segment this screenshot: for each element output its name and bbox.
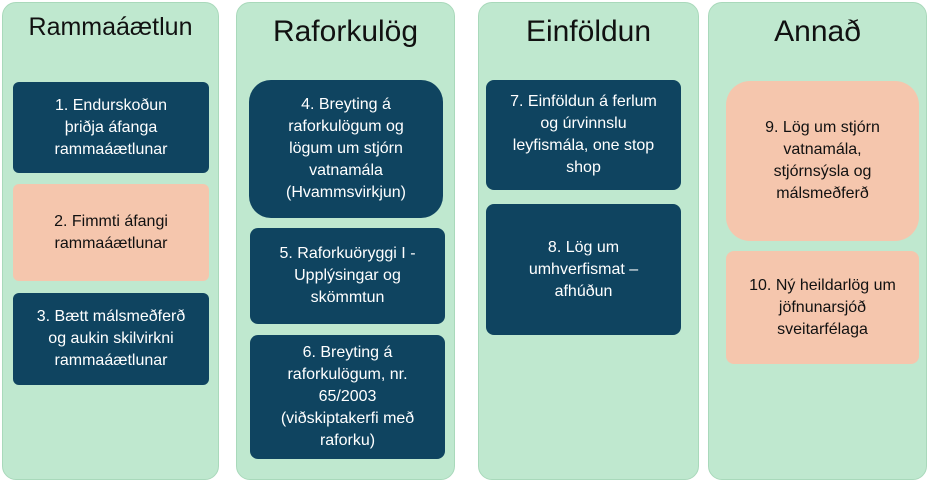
column-rammaaaetlun: Rammaáætlun 1. Endurskoðun þriðja áfanga…	[2, 2, 219, 480]
card-4: 4. Breyting á raforkulögum og lögum um s…	[249, 80, 443, 218]
column-raforkulog: Raforkulög 4. Breyting á raforkulögum og…	[236, 2, 455, 480]
card-9: 9. Lög um stjórn vatnamála, stjórnsýsla …	[726, 81, 919, 241]
column-title: Raforkulög	[272, 15, 419, 48]
card-8: 8. Lög um umhverfismat – afhúðun	[486, 204, 681, 335]
column-title: Annað	[774, 15, 861, 48]
card-10: 10. Ný heildarlög um jöfnunarsjóð sveita…	[726, 251, 919, 364]
card-3: 3. Bætt málsmeðferð og aukin skilvirkni …	[13, 293, 209, 385]
column-einfoldun: Einföldun 7. Einföldun á ferlum og úrvin…	[478, 2, 699, 480]
column-title: Einföldun	[525, 15, 652, 48]
card-1: 1. Endurskoðun þriðja áfanga rammaáætlun…	[13, 82, 209, 173]
card-7: 7. Einföldun á ferlum og úrvinnslu leyfi…	[486, 80, 681, 190]
column-title: Rammaáætlun	[28, 13, 193, 41]
card-5: 5. Raforkuöryggi I - Upplýsingar og sköm…	[250, 228, 445, 324]
card-2: 2. Fimmti áfangi rammaáætlunar	[13, 184, 209, 281]
column-annad: Annað 9. Lög um stjórn vatnamála, stjórn…	[708, 2, 927, 480]
card-6: 6. Breyting á raforkulögum, nr. 65/2003 …	[250, 335, 445, 459]
